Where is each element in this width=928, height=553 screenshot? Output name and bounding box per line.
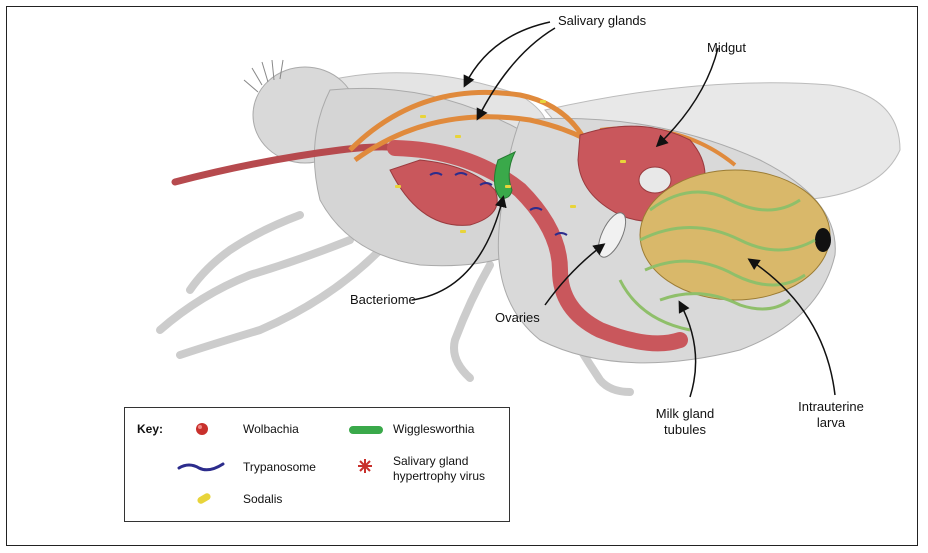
label-larva-line2: larva xyxy=(776,415,886,431)
label-milk-gland-line2: tubules xyxy=(640,422,730,438)
leg xyxy=(454,265,490,378)
label-larva-line1: Intrauterine xyxy=(776,399,886,415)
label-ovaries: Ovaries xyxy=(495,310,540,326)
key-wigglesworthia-label: Wigglesworthia xyxy=(393,422,474,437)
label-milk-gland-line1: Milk gland xyxy=(640,406,730,422)
label-midgut: Midgut xyxy=(707,40,746,56)
label-milk-gland-tubules: Milk gland tubules xyxy=(640,406,730,438)
key-sgh-virus-line1: Salivary gland xyxy=(393,454,485,469)
key-trypanosome-label: Trypanosome xyxy=(243,460,316,475)
key-wolbachia-label: Wolbachia xyxy=(243,422,299,437)
label-intrauterine-larva: Intrauterine larva xyxy=(776,399,886,431)
larva-posterior xyxy=(815,228,831,252)
virus-icon xyxy=(357,458,373,474)
label-bacteriome: Bacteriome xyxy=(350,292,416,308)
arrow-salivary-1 xyxy=(465,22,550,85)
sodalis-icon xyxy=(195,492,213,506)
trypanosome-icon xyxy=(177,460,227,474)
label-salivary-glands: Salivary glands xyxy=(558,13,646,29)
intrauterine-larva xyxy=(640,170,830,300)
legend-key: Key: Wolbachia Wigglesworthia Trypanosom… xyxy=(124,407,510,522)
midgut-hole xyxy=(639,167,671,193)
wolbachia-icon xyxy=(195,422,209,436)
key-sgh-virus-line2: hypertrophy virus xyxy=(393,469,485,484)
key-sgh-virus-label: Salivary gland hypertrophy virus xyxy=(393,454,485,484)
key-sodalis-label: Sodalis xyxy=(243,492,282,507)
wigglesworthia-icon xyxy=(347,424,385,436)
key-title: Key: xyxy=(137,422,163,437)
leg xyxy=(160,240,350,330)
